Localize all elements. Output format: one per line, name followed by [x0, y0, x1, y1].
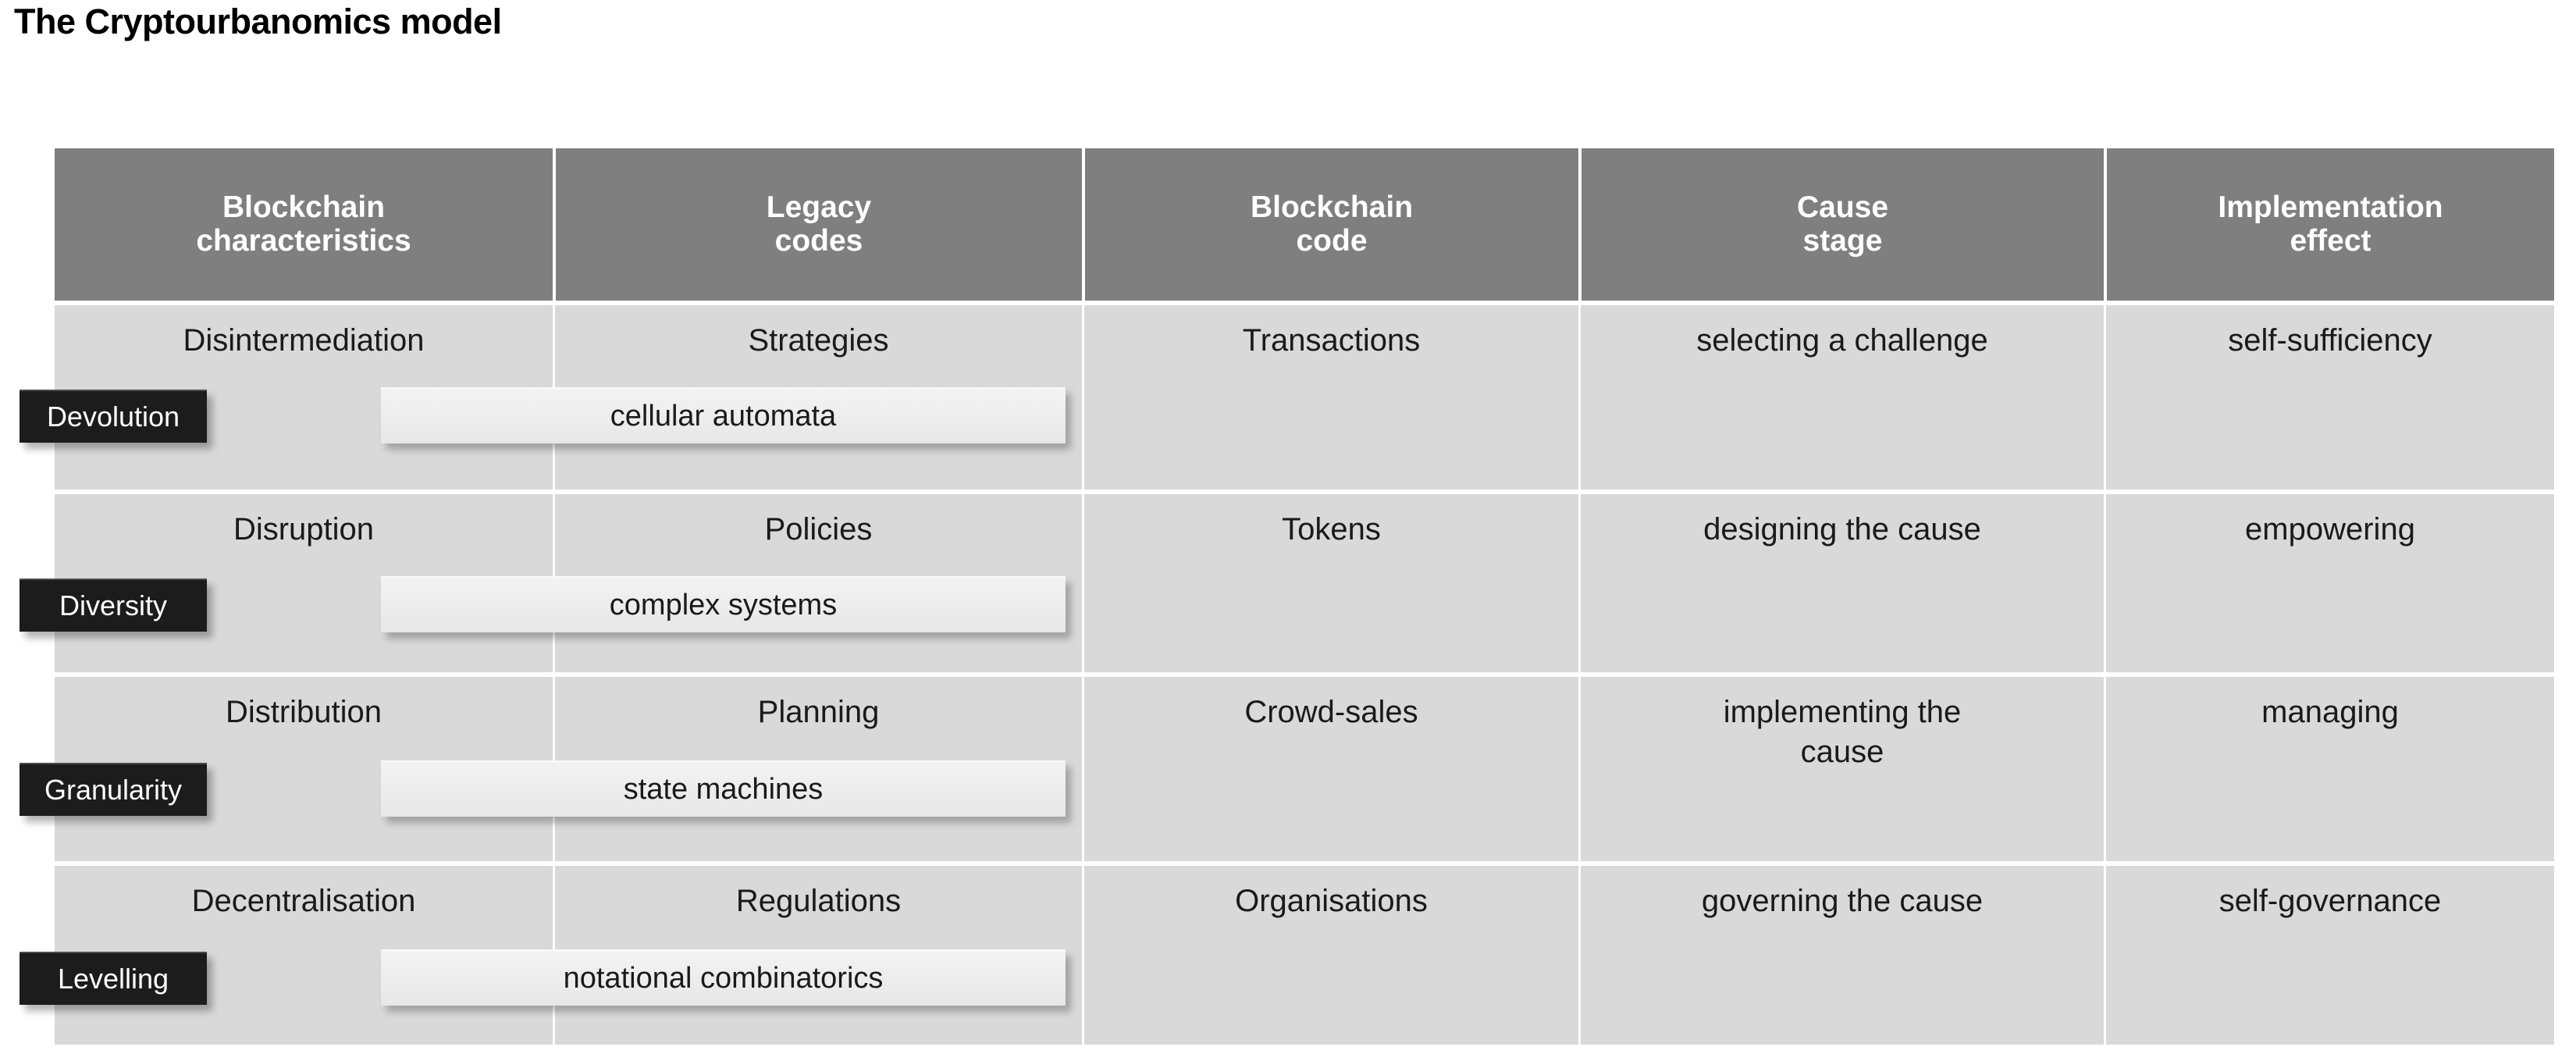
- cell-blockchain-code: Organisations: [1082, 866, 1578, 1045]
- cell-text: Crowd-sales: [1244, 695, 1418, 729]
- overlay-box: cellular automata: [381, 387, 1066, 443]
- cell-text: Distribution: [225, 695, 382, 729]
- cell-text: managing: [2261, 695, 2399, 729]
- overlay-box: complex systems: [381, 576, 1066, 632]
- badge-overlay: Devolution: [20, 390, 207, 443]
- cell-blockchain-code: Transactions: [1082, 305, 1578, 490]
- column-header-implementation-effect: Implementation effect: [2104, 148, 2554, 301]
- header-line-1: Blockchain: [1250, 191, 1414, 225]
- cell-text: designing the cause: [1703, 512, 1981, 547]
- cell-text: self-sufficiency: [2228, 323, 2432, 358]
- cryptourbanomics-model-table: Blockchain characteristics Legacy codes …: [20, 148, 2554, 1054]
- badge-overlay: Diversity: [20, 579, 207, 632]
- column-header-blockchain-characteristics: Blockchain characteristics: [55, 148, 553, 301]
- cell-cause-stage: selecting a challenge: [1578, 305, 2104, 490]
- cell-blockchain-code: Tokens: [1082, 494, 1578, 672]
- overlay-box: notational combinatorics: [381, 949, 1066, 1006]
- cell-text: Disruption: [233, 512, 375, 547]
- table-row: Disintermediation Strategies Transaction…: [20, 305, 2554, 490]
- cell-cause-stage: implementing the cause: [1578, 677, 2104, 861]
- cell-cause-stage: governing the cause: [1578, 866, 2104, 1045]
- column-header-cause-stage: Cause stage: [1578, 148, 2104, 301]
- cell-blockchain-code: Crowd-sales: [1082, 677, 1578, 861]
- header-line-2: effect: [2290, 223, 2371, 258]
- header-line-2: stage: [1802, 223, 1883, 258]
- cell-text: Policies: [764, 512, 873, 547]
- overlay-box: state machines: [381, 760, 1066, 817]
- table-header-row: Blockchain characteristics Legacy codes …: [55, 148, 2554, 301]
- cell-implementation-effect: self-governance: [2104, 866, 2554, 1045]
- cell-text: selecting a challenge: [1696, 323, 1988, 358]
- cell-text: Transactions: [1242, 323, 1421, 358]
- badge-overlay: Levelling: [20, 952, 207, 1005]
- column-header-blockchain-code: Blockchain code: [1082, 148, 1578, 301]
- cell-text: self-governance: [2218, 884, 2442, 918]
- header-line-2: code: [1296, 223, 1368, 258]
- header-line-1: Blockchain: [222, 191, 386, 225]
- cell-cause-stage: designing the cause: [1578, 494, 2104, 672]
- header-line-1: Legacy: [766, 191, 872, 225]
- table-body: Disintermediation Strategies Transaction…: [20, 305, 2554, 1054]
- cell-implementation-effect: managing: [2104, 677, 2554, 861]
- cell-implementation-effect: self-sufficiency: [2104, 305, 2554, 490]
- cell-text: Tokens: [1282, 512, 1381, 547]
- header-line-1: Implementation: [2218, 191, 2443, 225]
- column-header-legacy-codes: Legacy codes: [553, 148, 1082, 301]
- page-title: The Cryptourbanomics model: [14, 2, 502, 41]
- cell-text: empowering: [2245, 512, 2415, 547]
- cell-text: governing the cause: [1701, 884, 1984, 918]
- header-line-2: characteristics: [196, 223, 411, 258]
- badge-overlay: Granularity: [20, 763, 207, 816]
- header-line-1: Cause: [1796, 191, 1889, 225]
- table-row: Distribution Planning Crowd-sales implem…: [20, 672, 2554, 861]
- cell-implementation-effect: empowering: [2104, 494, 2554, 672]
- cell-text: Decentralisation: [191, 884, 416, 918]
- header-line-2: codes: [774, 223, 863, 258]
- table-row: Disruption Policies Tokens designing the…: [20, 490, 2554, 672]
- cell-text: Strategies: [748, 323, 889, 358]
- cell-text: Organisations: [1235, 884, 1428, 918]
- cell-text: Regulations: [735, 884, 902, 918]
- cell-text: Planning: [757, 695, 880, 729]
- table-row: Decentralisation Regulations Organisatio…: [20, 861, 2554, 1045]
- cell-text: implementing the cause: [1723, 695, 1962, 770]
- cell-text: Disintermediation: [183, 323, 425, 358]
